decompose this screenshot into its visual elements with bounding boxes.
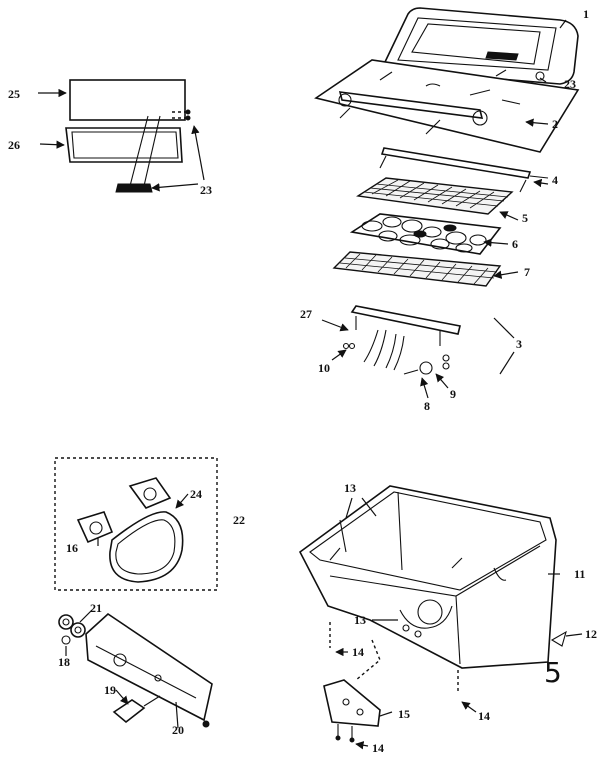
callout-5: 5	[522, 211, 528, 225]
callout-26: 26	[8, 138, 20, 152]
callout-23-shelf: 23	[200, 183, 212, 197]
rock-grate-part	[332, 251, 502, 287]
callout-21: 21	[90, 601, 102, 615]
firebox-part	[298, 485, 557, 694]
callout-24: 24	[190, 487, 202, 501]
lid-part	[384, 7, 579, 85]
warming-rack-part	[379, 147, 549, 193]
callout-13-top: 13	[344, 481, 356, 495]
grate-frame-part	[314, 59, 580, 153]
callout-19: 19	[104, 683, 116, 697]
callout-1: 1	[583, 7, 589, 21]
control-panel-part	[58, 612, 213, 728]
part-12-clip	[550, 630, 567, 647]
callout-25: 25	[8, 87, 20, 101]
callout-11: 11	[574, 567, 585, 581]
leader-lines	[38, 19, 583, 750]
gas-hose-regulator-kit	[54, 457, 218, 591]
callout-13-mid: 13	[354, 613, 366, 627]
heat-shield-part	[323, 679, 381, 743]
callout-4: 4	[552, 173, 558, 187]
callout-20: 20	[172, 723, 184, 737]
callout-15: 15	[398, 707, 410, 721]
callout-23-lid: 23	[564, 77, 576, 91]
callout-16: 16	[66, 541, 78, 555]
callout-12: 12	[585, 627, 597, 641]
page-mark: 5	[544, 656, 562, 689]
side-shelf-part	[65, 79, 191, 193]
callout-labels: 1 23 2 4 5 6 7 27 10 8 9 3 25 26 23 24 2…	[8, 7, 597, 755]
callout-14-right: 14	[478, 709, 490, 723]
burner-assembly-part	[342, 305, 461, 375]
callout-9: 9	[450, 387, 456, 401]
callout-14-bottom: 14	[372, 741, 384, 755]
callout-18: 18	[58, 655, 70, 669]
callout-22: 22	[233, 513, 245, 527]
callout-7: 7	[524, 265, 530, 279]
callout-2: 2	[552, 117, 558, 131]
callout-10: 10	[318, 361, 330, 375]
callout-8: 8	[424, 399, 430, 413]
callout-27: 27	[300, 307, 312, 321]
cooking-grate-part	[356, 177, 514, 215]
callout-6: 6	[512, 237, 518, 251]
callout-14-left: 14	[352, 645, 364, 659]
lava-rock-part	[349, 213, 502, 255]
callout-3: 3	[516, 337, 522, 351]
